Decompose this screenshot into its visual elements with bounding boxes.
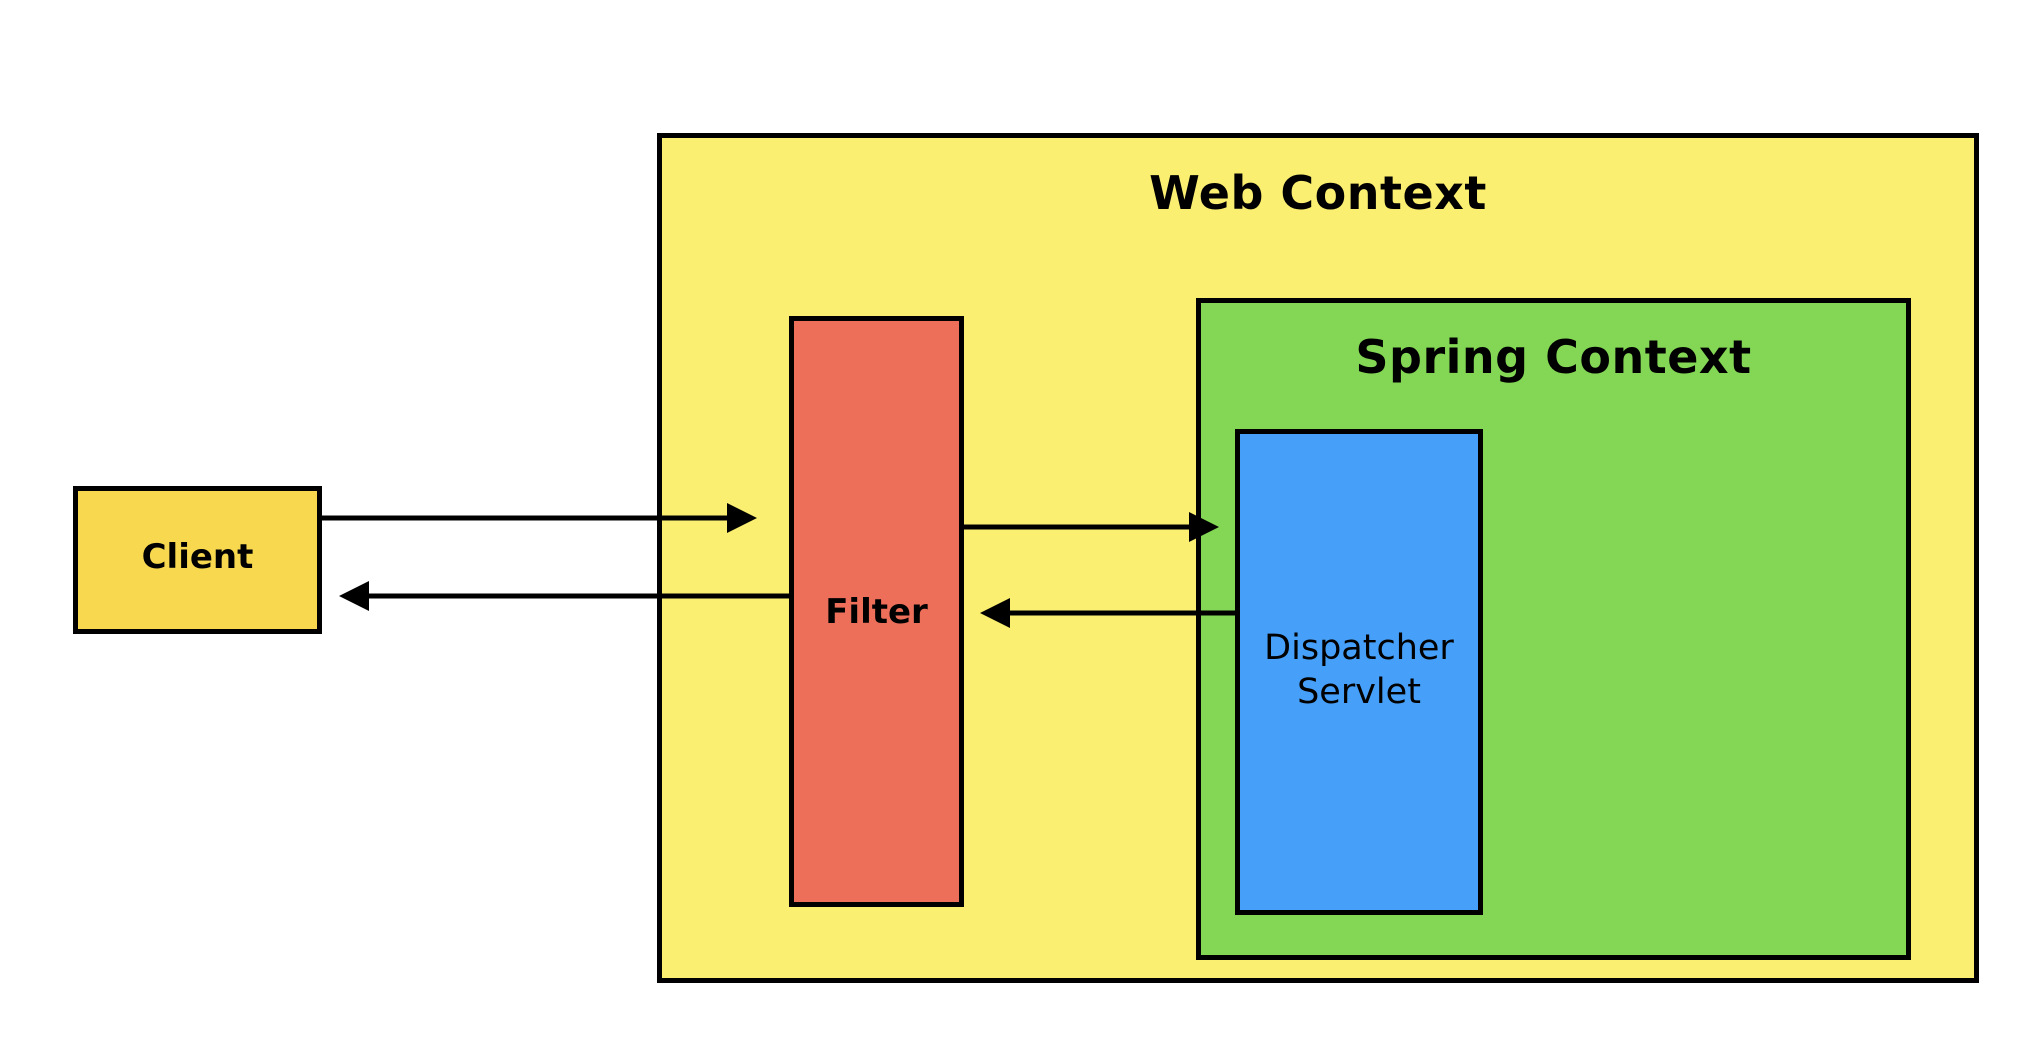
spring-context-title: Spring Context <box>1355 330 1752 384</box>
web-context-title: Web Context <box>1149 166 1487 220</box>
client-label: Client <box>141 537 254 577</box>
dispatcher-label-line1: Dispatcher <box>1264 628 1454 668</box>
client-node <box>73 486 322 634</box>
filter-label: Filter <box>825 592 928 632</box>
dispatcher-servlet-node <box>1235 429 1483 915</box>
dispatcher-servlet-label: Dispatcher Servlet <box>1235 626 1483 714</box>
filter-node <box>789 316 964 907</box>
dispatcher-label-line2: Servlet <box>1297 672 1421 712</box>
